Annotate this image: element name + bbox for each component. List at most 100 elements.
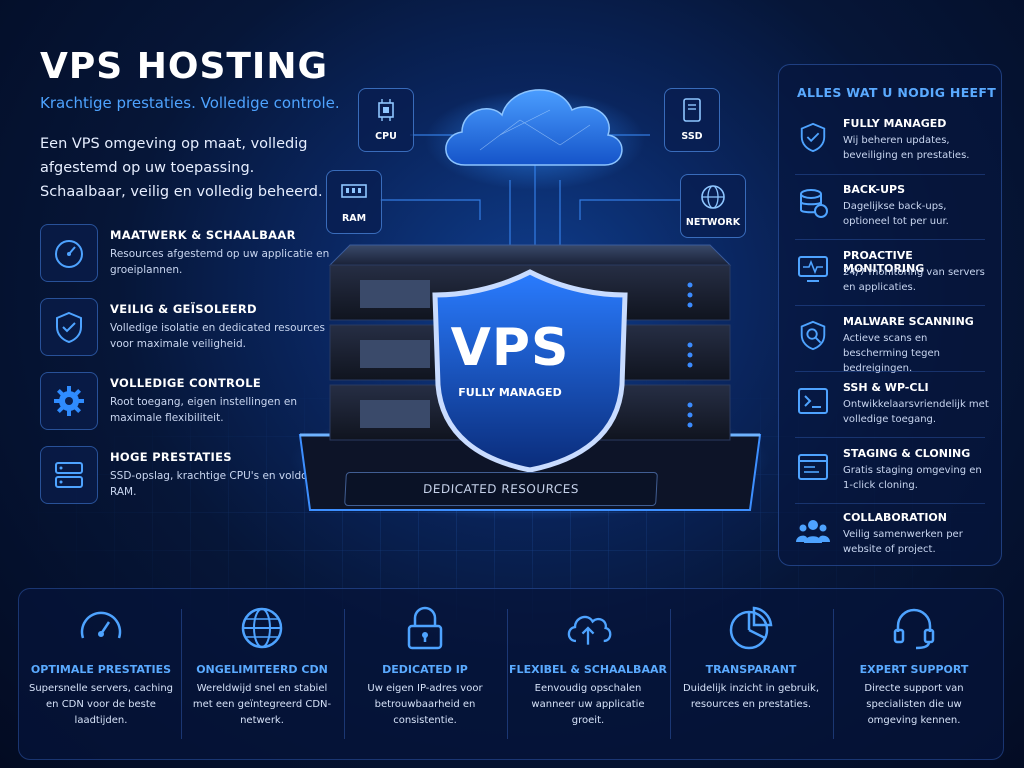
panel-item-desc: Gratis staging omgeving en 1-click cloni…	[843, 465, 982, 491]
bottom-item-title: FLEXIBEL & SCHAALBAAR	[509, 663, 667, 676]
divider	[181, 609, 182, 739]
server-icon	[40, 446, 98, 504]
panel-item-title: MALWARE SCANNING	[843, 315, 974, 328]
shield-sub-text: FULLY MANAGED	[458, 386, 562, 399]
divider	[795, 305, 985, 306]
divider	[795, 503, 985, 504]
panel-item-desc: 24/7 monitoring van servers en applicati…	[843, 267, 985, 293]
cpu-icon	[359, 97, 413, 125]
bottom-features-bar: OPTIMALE PRESTATIES Supersnelle servers,…	[18, 588, 1004, 760]
intro-text: Een VPS omgeving op maat, volledig afges…	[40, 136, 323, 200]
divider	[795, 437, 985, 438]
feature-desc: Volledige isolatie en dedicated resource…	[110, 322, 325, 350]
panel-heading: ALLES WAT U NODIG HEEFT	[797, 85, 997, 100]
bottom-item-title: OPTIMALE PRESTATIES	[30, 663, 172, 676]
bottom-item-prestaties: OPTIMALE PRESTATIES Supersnelle servers,…	[21, 589, 181, 759]
cloud-upload-icon	[563, 603, 613, 653]
divider	[795, 174, 985, 175]
lock-icon	[400, 603, 450, 653]
shield-search-icon	[795, 317, 831, 353]
bottom-item-desc: Supersnelle servers, caching en CDN voor…	[28, 683, 174, 726]
terminal-icon	[795, 383, 831, 419]
feature-desc: SSD-opslag, krachtige CPU's en voldoende…	[110, 470, 334, 498]
spec-cpu: CPU	[358, 88, 414, 152]
panel-item-title: PROACTIVE MONITORING	[843, 249, 925, 275]
bottom-item-title: ONGELIMITEERD CDN	[196, 663, 328, 676]
cloud-icon	[425, 89, 645, 190]
bottom-item-ip: DEDICATED IP Uw eigen IP-adres voor betr…	[345, 589, 505, 759]
panel-item-ssh: SSH & WP-CLI Ontwikkelaarsvriendelijk me…	[795, 379, 991, 441]
spec-ram: RAM	[326, 170, 382, 234]
features-panel: ALLES WAT U NODIG HEEFT FULLY MANAGED Wi…	[778, 64, 1002, 566]
divider	[344, 609, 345, 739]
bottom-item-title: DEDICATED IP	[382, 663, 468, 676]
bottom-item-desc: Wereldwijd snel en stabiel met een geïnt…	[192, 683, 332, 726]
feature-prestaties: HOGE PRESTATIES SSD-opslag, krachtige CP…	[40, 446, 340, 504]
panel-item-monitoring: PROACTIVE MONITORING 24/7 monitoring van…	[795, 247, 991, 309]
panel-item-staging: STAGING & CLONING Gratis staging omgevin…	[795, 445, 991, 507]
panel-item-fully-managed: FULLY MANAGED Wij beheren updates, bevei…	[795, 115, 991, 177]
feature-desc: Resources afgestemd op uw applicatie en …	[110, 248, 330, 276]
bottom-item-title: TRANSPARANT	[705, 663, 797, 676]
panel-item-collaboration: COLLABORATION Veilig samenwerken per web…	[795, 509, 991, 571]
divider	[795, 371, 985, 372]
bottom-item-flexibel: FLEXIBEL & SCHAALBAAR Eenvoudig opschale…	[508, 589, 668, 759]
bottom-item-support: EXPERT SUPPORT Directe support van speci…	[834, 589, 994, 759]
spec-label: NETWORK	[685, 217, 741, 228]
page-title: VPS HOSTING	[40, 46, 328, 87]
panel-item-backups: BACK-UPS Dagelijkse back-ups, optioneel …	[795, 181, 991, 243]
panel-item-desc: Veilig samenwerken per website of projec…	[843, 529, 963, 555]
spec-label: RAM	[341, 213, 367, 224]
divider	[833, 609, 834, 739]
bottom-item-desc: Directe support van specialisten die uw …	[864, 683, 964, 726]
feature-title: VOLLEDIGE CONTROLE	[110, 376, 262, 390]
speedometer-icon	[40, 224, 98, 282]
panel-item-title: SSH & WP-CLI	[843, 381, 929, 394]
speedometer-icon	[76, 603, 126, 653]
shield-main-text: VPS	[450, 318, 570, 378]
globe-icon	[237, 603, 287, 653]
feature-veilig: VEILIG & GEÏSOLEERD Volledige isolatie e…	[40, 298, 340, 356]
panel-item-title: COLLABORATION	[843, 511, 947, 524]
ram-icon	[327, 179, 381, 207]
gear-icon	[40, 372, 98, 430]
feature-title: MAATWERK & SCHAALBAAR	[110, 228, 296, 242]
bottom-item-cdn: ONGELIMITEERD CDN Wereldwijd snel en sta…	[182, 589, 342, 759]
panel-item-desc: Wij beheren updates, beveiliging en pres…	[843, 135, 970, 161]
bottom-item-title: EXPERT SUPPORT	[859, 663, 969, 676]
panel-item-desc: Dagelijkse back-ups, optioneel tot per u…	[843, 201, 949, 227]
pie-chart-icon	[726, 603, 776, 653]
headset-icon	[889, 603, 939, 653]
spec-network: NETWORK	[680, 174, 746, 238]
database-backup-icon	[795, 185, 831, 221]
users-icon	[795, 513, 831, 549]
feature-title: VEILIG & GEÏSOLEERD	[110, 302, 257, 316]
panel-item-title: STAGING & CLONING	[843, 447, 971, 460]
browser-window-icon	[795, 449, 831, 485]
vps-shield	[432, 269, 628, 473]
monitor-pulse-icon	[795, 251, 831, 287]
shield-check-icon	[40, 298, 98, 356]
divider	[507, 609, 508, 739]
feature-maatwerk: MAATWERK & SCHAALBAAR Resources afgestem…	[40, 224, 340, 282]
bottom-item-desc: Duidelijk inzicht in gebruik, resources …	[682, 683, 820, 710]
ssd-icon	[665, 97, 719, 125]
shield-check-icon	[795, 119, 831, 155]
divider	[795, 239, 985, 240]
panel-item-desc: Actieve scans en bescherming tegen bedre…	[843, 333, 940, 374]
spec-label: SSD	[681, 131, 703, 142]
panel-item-desc: Ontwikkelaarsvriendelijk met volledige t…	[843, 399, 989, 425]
feature-controle: VOLLEDIGE CONTROLE Root toegang, eigen i…	[40, 372, 340, 430]
dedicated-resources-label: DEDICATED RESOURCES	[344, 472, 658, 506]
feature-desc: Root toegang, eigen instellingen en maxi…	[110, 396, 297, 424]
globe-icon	[681, 183, 745, 211]
divider	[670, 609, 671, 739]
bottom-item-transparant: TRANSPARANT Duidelijk inzicht in gebruik…	[671, 589, 831, 759]
page-subtitle: Krachtige prestaties. Volledige controle…	[40, 94, 340, 112]
spec-label: CPU	[375, 131, 397, 142]
spec-ssd: SSD	[664, 88, 720, 152]
feature-title: HOGE PRESTATIES	[110, 450, 232, 464]
panel-item-title: BACK-UPS	[843, 183, 906, 196]
bottom-item-desc: Eenvoudig opschalen wanneer uw applicati…	[531, 683, 645, 726]
panel-item-malware: MALWARE SCANNING Actieve scans en besche…	[795, 313, 991, 375]
